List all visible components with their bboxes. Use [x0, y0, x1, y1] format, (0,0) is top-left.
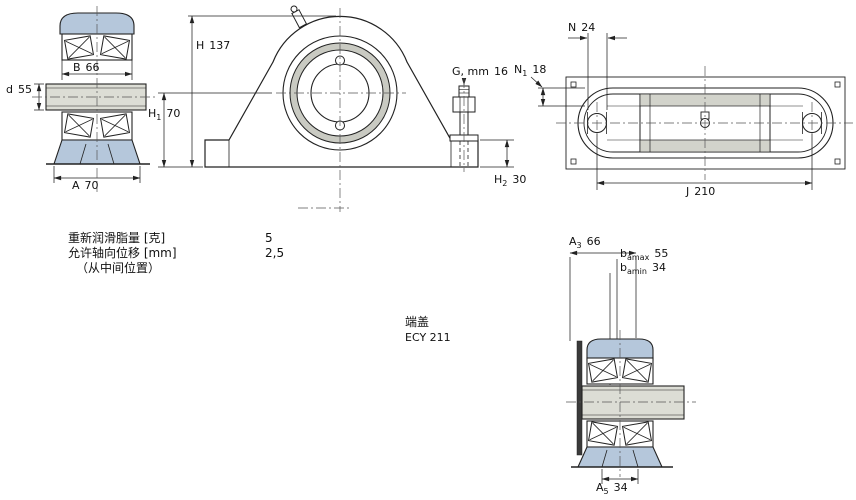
end-cover-label: 端盖 — [405, 315, 430, 329]
corner-mark — [570, 81, 577, 88]
centerlines — [276, 8, 465, 212]
end-cover — [576, 340, 583, 456]
shaft-unit-view — [566, 250, 696, 484]
centerlines — [566, 330, 696, 477]
top-view — [530, 33, 853, 190]
end-cover-designation: ECY 211 — [405, 331, 451, 344]
grease-nipple — [290, 5, 308, 29]
corner-mark — [834, 81, 841, 88]
side-section-view — [32, 6, 156, 192]
spec-row-axial-label: 允许轴向位移 [mm] — [68, 246, 177, 260]
corner-mark — [834, 158, 841, 165]
centerlines — [556, 66, 853, 180]
corner-mark — [570, 158, 577, 165]
dim-H-H1-H2-lines — [158, 15, 514, 168]
shaft — [581, 385, 685, 420]
spec-row-center-note: （从中间位置） — [76, 261, 161, 275]
spec-row-relube-label: 重新润滑脂量 [克] — [68, 231, 166, 245]
centerlines — [32, 6, 156, 192]
spec-row-axial-value: 2,5 — [265, 246, 285, 260]
housing-cap — [59, 12, 135, 35]
front-view — [158, 5, 514, 212]
spec-row-relube-value: 5 — [265, 231, 273, 245]
dim-A5-lines — [601, 469, 639, 484]
